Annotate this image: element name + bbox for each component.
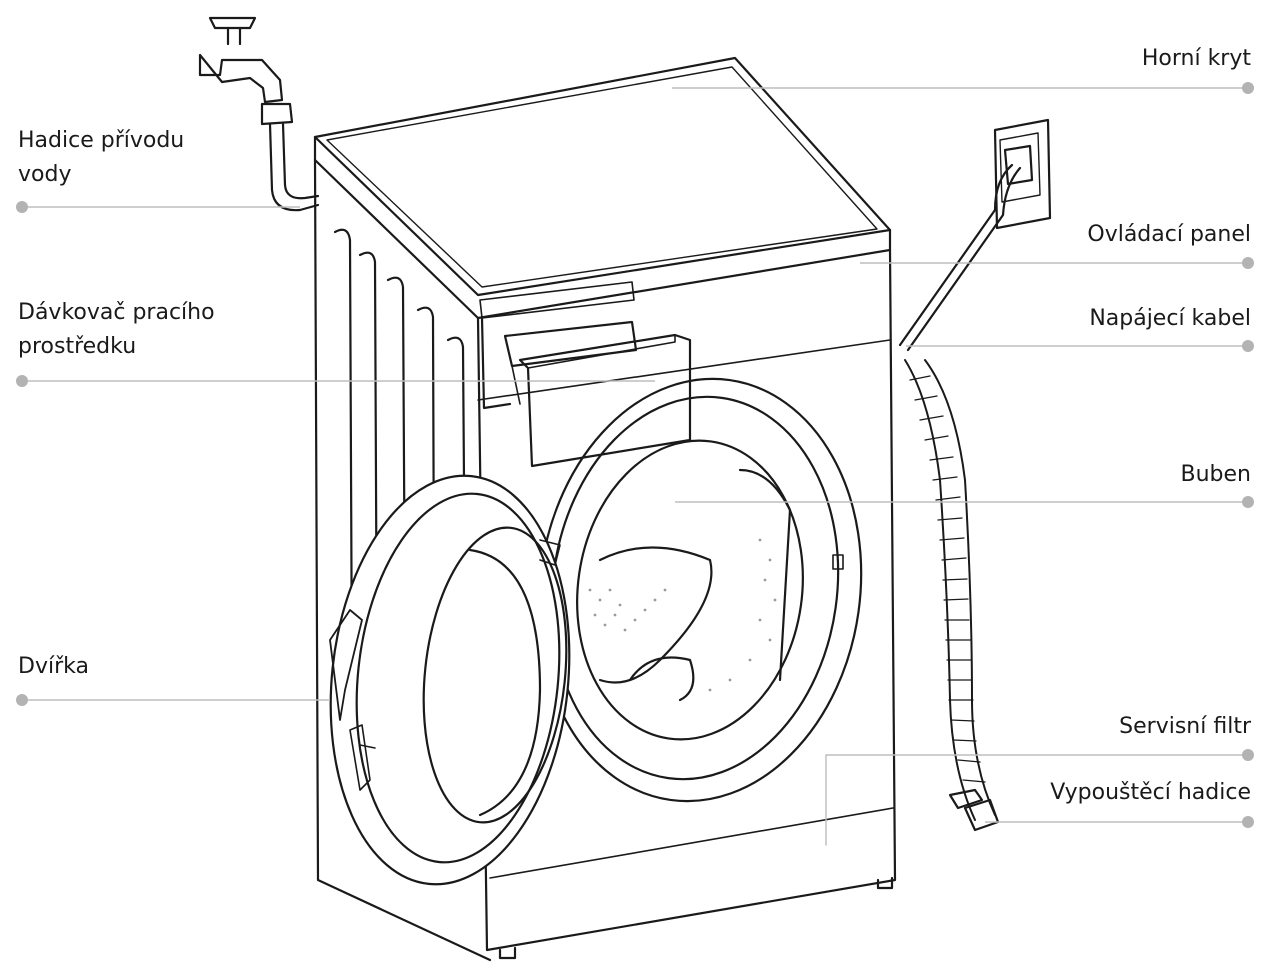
label-water-inlet-hose: Hadice přívodu vody: [18, 128, 185, 187]
label-drum: Buben: [1180, 462, 1251, 487]
leader-dot-drum: [1242, 496, 1254, 508]
leader-dot-control-panel: [1242, 257, 1254, 269]
water-tap-and-inlet-hose-shape: [198, 16, 320, 212]
side-panel-shape: [313, 158, 492, 962]
leader-dot-water-inlet-hose: [16, 201, 28, 213]
drum-perforation-pattern: [588, 538, 777, 692]
label-detergent-dispenser: Dávkovač pracího prostředku: [18, 300, 215, 359]
leader-dot-power-cable: [1242, 340, 1254, 352]
power-socket-and-cable-shape: [898, 118, 1052, 352]
leader-dot-door: [16, 694, 28, 706]
leader-dot-top-cover: [1242, 82, 1254, 94]
top-cover-shape: [313, 56, 892, 320]
drain-hose-shape: [904, 359, 1000, 832]
label-control-panel: Ovládací panel: [1087, 222, 1251, 247]
leader-dots: [16, 82, 1254, 828]
leader-dot-drain-hose: [1242, 816, 1254, 828]
leader-dot-detergent-dispenser: [16, 375, 28, 387]
label-drain-hose: Vypouštěcí hadice: [1050, 780, 1251, 805]
label-power-cable: Napájecí kabel: [1089, 306, 1251, 331]
leader-lines: [22, 87, 1248, 823]
door-shape: [329, 474, 571, 886]
drum-shape: [537, 377, 863, 803]
detergent-dispenser-shape: [479, 281, 692, 468]
leader-dot-service-filter: [1242, 749, 1254, 761]
label-door: Dvířka: [18, 654, 89, 679]
label-service-filter: Servisní filtr: [1119, 714, 1251, 739]
label-top-cover: Horní kryt: [1141, 46, 1251, 71]
